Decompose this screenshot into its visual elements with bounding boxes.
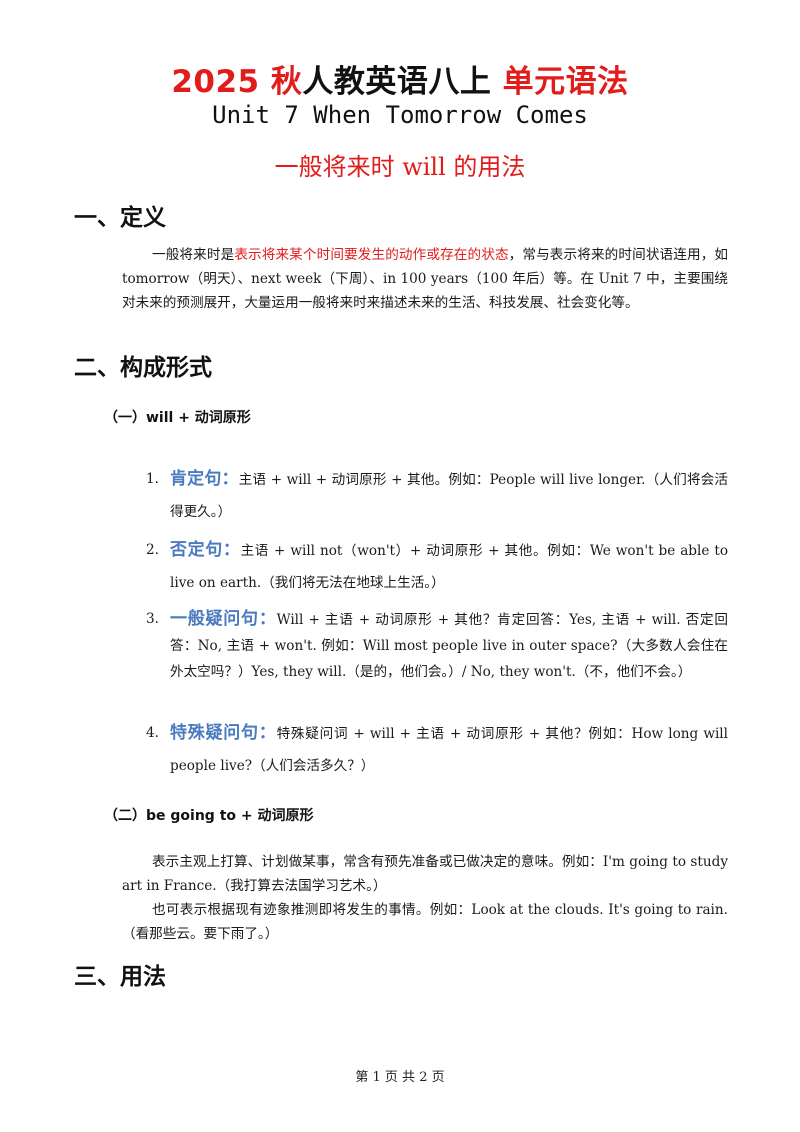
section-heading-definition: 一、定义 xyxy=(74,205,166,231)
list-item-affirmative: 1. 肯定句：主语 + will + 动词原形 + 其他。例如：People w… xyxy=(146,463,728,528)
list-number: 4. xyxy=(146,725,159,741)
list-text: Will + 主语 + 动词原形 + 其他？肯定回答：Yes, 主语 + wil… xyxy=(170,612,728,680)
list-lead: 特殊疑问句： xyxy=(170,723,277,743)
section-heading-usage: 三、用法 xyxy=(74,964,166,990)
list-text: 特殊疑问词 + will + 主语 + 动词原形 + 其他？例如：How lon… xyxy=(170,726,729,774)
list-item-wh-question: 4. 特殊疑问句：特殊疑问词 + will + 主语 + 动词原形 + 其他？例… xyxy=(146,717,728,782)
unit-subtitle: Unit 7 When Tomorrow Comes xyxy=(212,101,588,129)
title-year: 2025 秋 xyxy=(171,64,303,100)
section-heading-structure: 二、构成形式 xyxy=(74,355,212,381)
grammar-topic: 一般将来时 will 的用法 xyxy=(274,153,526,181)
subheading-be-going-to: （二）be going to + 动词原形 xyxy=(104,808,314,824)
definition-text-a: 一般将来时是 xyxy=(152,247,235,263)
be-going-to-paragraph-2: 也可表示根据现有迹象推测即将发生的事情。例如：Look at the cloud… xyxy=(122,902,728,942)
definition-highlight: 表示将来某个时间要发生的动作或存在的状态 xyxy=(234,247,509,263)
page-footer: 第 1 页 共 2 页 xyxy=(355,1070,445,1085)
list-number: 2. xyxy=(146,542,159,558)
list-lead: 肯定句： xyxy=(170,469,239,489)
definition-text-b: ，常与表示将来的时间状语连用，如 tomorrow（明天）、next week（… xyxy=(122,247,729,311)
definition-paragraph: 一般将来时是表示将来某个时间要发生的动作或存在的状态，常与表示将来的时间状语连用… xyxy=(122,243,728,315)
list-lead: 否定句： xyxy=(170,540,241,560)
title-course: 人教英语八上 xyxy=(302,64,492,100)
document-title: 2025 秋人教英语八上 单元语法 xyxy=(0,56,800,101)
list-item-yes-no-question: 3. 一般疑问句：Will + 主语 + 动词原形 + 其他？肯定回答：Yes,… xyxy=(146,606,728,685)
list-text: 主语 + will + 动词原形 + 其他。例如：People will liv… xyxy=(170,472,728,520)
list-lead: 一般疑问句： xyxy=(170,609,277,629)
list-number: 1. xyxy=(146,471,159,487)
list-item-negative: 2. 否定句：主语 + will not（won't）+ 动词原形 + 其他。例… xyxy=(146,534,728,599)
list-number: 3. xyxy=(146,611,159,627)
be-going-to-paragraph-1: 表示主观上打算、计划做某事，常含有预先准备或已做决定的意味。例如：I'm goi… xyxy=(122,854,728,894)
list-text: 主语 + will not（won't）+ 动词原形 + 其他。例如：We wo… xyxy=(170,543,728,591)
title-topic: 单元语法 xyxy=(491,64,629,100)
subheading-will: （一）will + 动词原形 xyxy=(104,410,251,426)
